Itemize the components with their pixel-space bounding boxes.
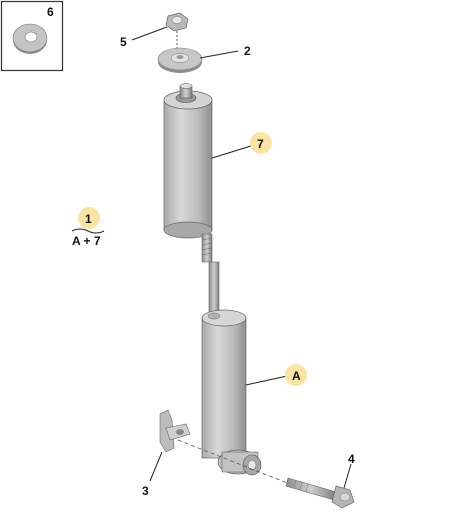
leader-2 <box>199 50 239 59</box>
washer-icon <box>12 23 48 54</box>
leader-4 <box>343 463 352 489</box>
leader-5 <box>131 26 168 41</box>
inset-box-washer: 6 <box>0 0 64 72</box>
callout-A: A <box>292 369 301 383</box>
bracket-icon <box>159 409 191 453</box>
callout-1-subtitle: A + 7 <box>72 234 101 248</box>
callout-2: 2 <box>244 44 251 58</box>
callout-5: 5 <box>120 35 127 49</box>
callout-1-badge <box>78 207 100 229</box>
leader-7 <box>211 145 252 159</box>
upper-shock-body <box>163 83 213 239</box>
callout-3: 3 <box>142 484 149 498</box>
callout-A-badge <box>285 364 307 386</box>
callout-1-brace <box>71 228 105 234</box>
leader-3 <box>149 451 163 482</box>
lower-shock-body <box>201 309 262 476</box>
callout-4: 4 <box>348 452 355 466</box>
callout-1: 1 <box>85 212 92 226</box>
callout-7: 7 <box>257 137 264 151</box>
mounting-cup-icon <box>157 47 203 73</box>
assembly-axis <box>177 439 301 489</box>
piston-rod <box>201 233 220 315</box>
leader-A <box>245 375 288 386</box>
callout-7-badge <box>250 132 272 154</box>
inset-label-6: 6 <box>47 5 54 19</box>
top-nut-icon <box>165 12 189 50</box>
bolt-icon <box>285 477 355 509</box>
